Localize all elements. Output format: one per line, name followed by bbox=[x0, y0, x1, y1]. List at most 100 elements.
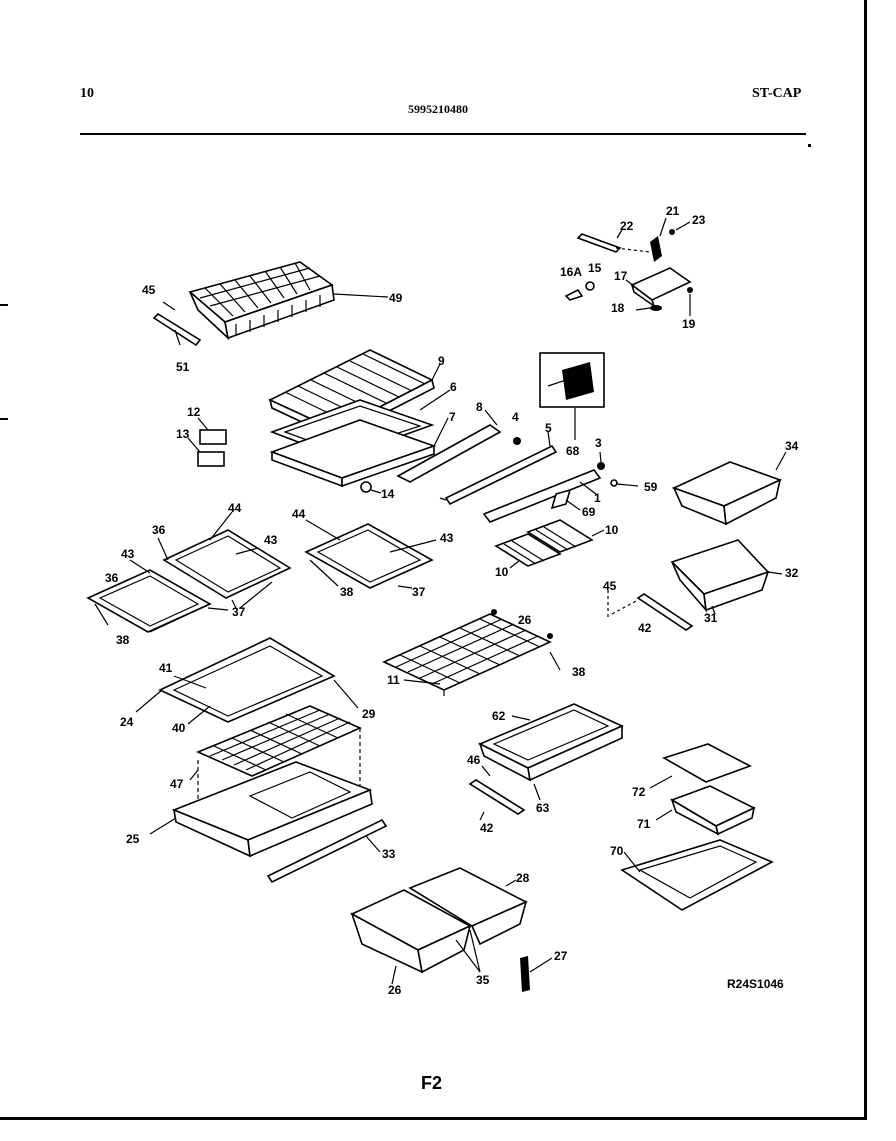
callout-72: 72 bbox=[632, 785, 646, 799]
callout-21: 21 bbox=[666, 204, 680, 218]
callout-14: 14 bbox=[381, 487, 395, 501]
callout-43: 43 bbox=[121, 547, 135, 561]
callout-28: 28 bbox=[516, 871, 530, 885]
crisper-cover-part bbox=[135, 637, 359, 725]
callout-47: 47 bbox=[170, 777, 184, 791]
callout-49: 49 bbox=[389, 291, 403, 305]
bin-rail-part bbox=[607, 590, 694, 631]
callout-16a: 16A bbox=[560, 265, 582, 279]
callout-44: 36 bbox=[105, 571, 119, 585]
callout-18: 18 bbox=[611, 301, 625, 315]
callout-70: 70 bbox=[610, 844, 624, 858]
callout-11: 11 bbox=[387, 673, 400, 687]
callout-25: 25 bbox=[126, 832, 140, 846]
callout-51: 51 bbox=[176, 360, 190, 374]
meat-pan-part bbox=[478, 703, 624, 801]
callout-29: 29 bbox=[362, 707, 376, 721]
callout-44: 44 bbox=[292, 507, 306, 521]
callout-7: 7 bbox=[449, 410, 456, 424]
callout-12: 12 bbox=[187, 405, 201, 419]
callout-45: 45 bbox=[603, 579, 617, 593]
housing-parts bbox=[564, 267, 693, 316]
callout-38: 38 bbox=[572, 665, 586, 679]
callout-44: 44 bbox=[228, 501, 242, 515]
callout-9: 9 bbox=[438, 354, 445, 368]
callout-1: 1 bbox=[594, 491, 601, 505]
crisper-frame-part bbox=[149, 761, 373, 858]
callout-31: 31 bbox=[704, 611, 718, 625]
glass-shelf-part bbox=[304, 519, 437, 589]
callout-46: 46 bbox=[467, 753, 481, 767]
callout-69: 69 bbox=[582, 505, 596, 519]
callout-68: 68 bbox=[566, 444, 580, 458]
callout-4: 4 bbox=[512, 410, 519, 424]
right-border bbox=[864, 0, 867, 1118]
fastener-part bbox=[513, 437, 521, 445]
knob-part bbox=[360, 481, 372, 493]
callout-40: 40 bbox=[172, 721, 186, 735]
callout-35: 35 bbox=[476, 973, 490, 987]
callout-27: 27 bbox=[554, 949, 568, 963]
sensor-part bbox=[550, 488, 572, 510]
crisper-rod-part bbox=[266, 818, 388, 884]
tray-part bbox=[269, 417, 449, 488]
dairy-bin-part bbox=[670, 539, 783, 615]
callout-10: 10 bbox=[605, 523, 619, 537]
bracket-part bbox=[396, 409, 502, 483]
callout-24: 24 bbox=[120, 715, 134, 729]
callout-38: 38 bbox=[340, 585, 354, 599]
callout-22: 22 bbox=[620, 219, 634, 233]
callout-19: 19 bbox=[682, 317, 696, 331]
control-panel-part bbox=[539, 352, 605, 440]
callout-43: 43 bbox=[440, 531, 454, 545]
callout-42: 42 bbox=[480, 821, 494, 835]
callout-5: 5 bbox=[545, 421, 552, 435]
bottom-border bbox=[0, 1117, 867, 1120]
callout-42: 42 bbox=[638, 621, 652, 635]
callout-36: 38 bbox=[116, 633, 130, 647]
long-rail-part bbox=[439, 431, 558, 506]
snack-pan-parts bbox=[620, 743, 774, 911]
crisper-bin-parts bbox=[350, 867, 528, 985]
basket-rail-part bbox=[152, 301, 202, 347]
diagram-code: R24S1046 bbox=[727, 977, 784, 991]
callout-37: 37 bbox=[232, 605, 246, 619]
wire-basket-part bbox=[188, 261, 389, 341]
callout-8: 8 bbox=[476, 400, 483, 414]
edge-mark bbox=[0, 304, 8, 306]
callout-36: 36 bbox=[152, 523, 166, 537]
callout-32: 32 bbox=[785, 566, 799, 580]
header-rule bbox=[80, 133, 806, 135]
callout-63: 63 bbox=[536, 801, 550, 815]
callout-33: 33 bbox=[382, 847, 396, 861]
ice-tray-parts bbox=[494, 519, 605, 569]
callout-45: 45 bbox=[142, 283, 156, 297]
callout-59: 59 bbox=[644, 480, 658, 494]
callout-labels: 49 45 51 9 6 7 8 4 5 68 12 13 14 3 1 59 … bbox=[105, 204, 799, 997]
callout-3: 3 bbox=[595, 436, 602, 450]
glass-shelf-part bbox=[86, 559, 229, 633]
page-number: 10 bbox=[80, 86, 94, 101]
part-number: 5995210480 bbox=[408, 102, 468, 116]
hinge-part bbox=[520, 956, 530, 992]
callout-62: 62 bbox=[492, 709, 506, 723]
edge-mark bbox=[0, 418, 8, 420]
figure-label: F2 bbox=[421, 1073, 443, 1093]
callout-10: 10 bbox=[495, 565, 509, 579]
glass-shelf-part bbox=[157, 511, 292, 609]
callout-26: 26 bbox=[388, 983, 402, 997]
clip-parts bbox=[187, 417, 227, 467]
thermostat-parts bbox=[576, 217, 691, 262]
pan-rail-part bbox=[468, 779, 526, 815]
header-rule-dot bbox=[808, 144, 811, 147]
callout-6: 6 bbox=[450, 380, 457, 394]
callout-37: 37 bbox=[412, 585, 426, 599]
wire-shelf-part bbox=[382, 609, 561, 696]
callout-43: 43 bbox=[264, 533, 278, 547]
callout-17: 17 bbox=[614, 269, 628, 283]
callout-34: 34 bbox=[785, 439, 799, 453]
model-code: ST-CAP bbox=[752, 86, 802, 101]
callout-13: 13 bbox=[176, 427, 190, 441]
